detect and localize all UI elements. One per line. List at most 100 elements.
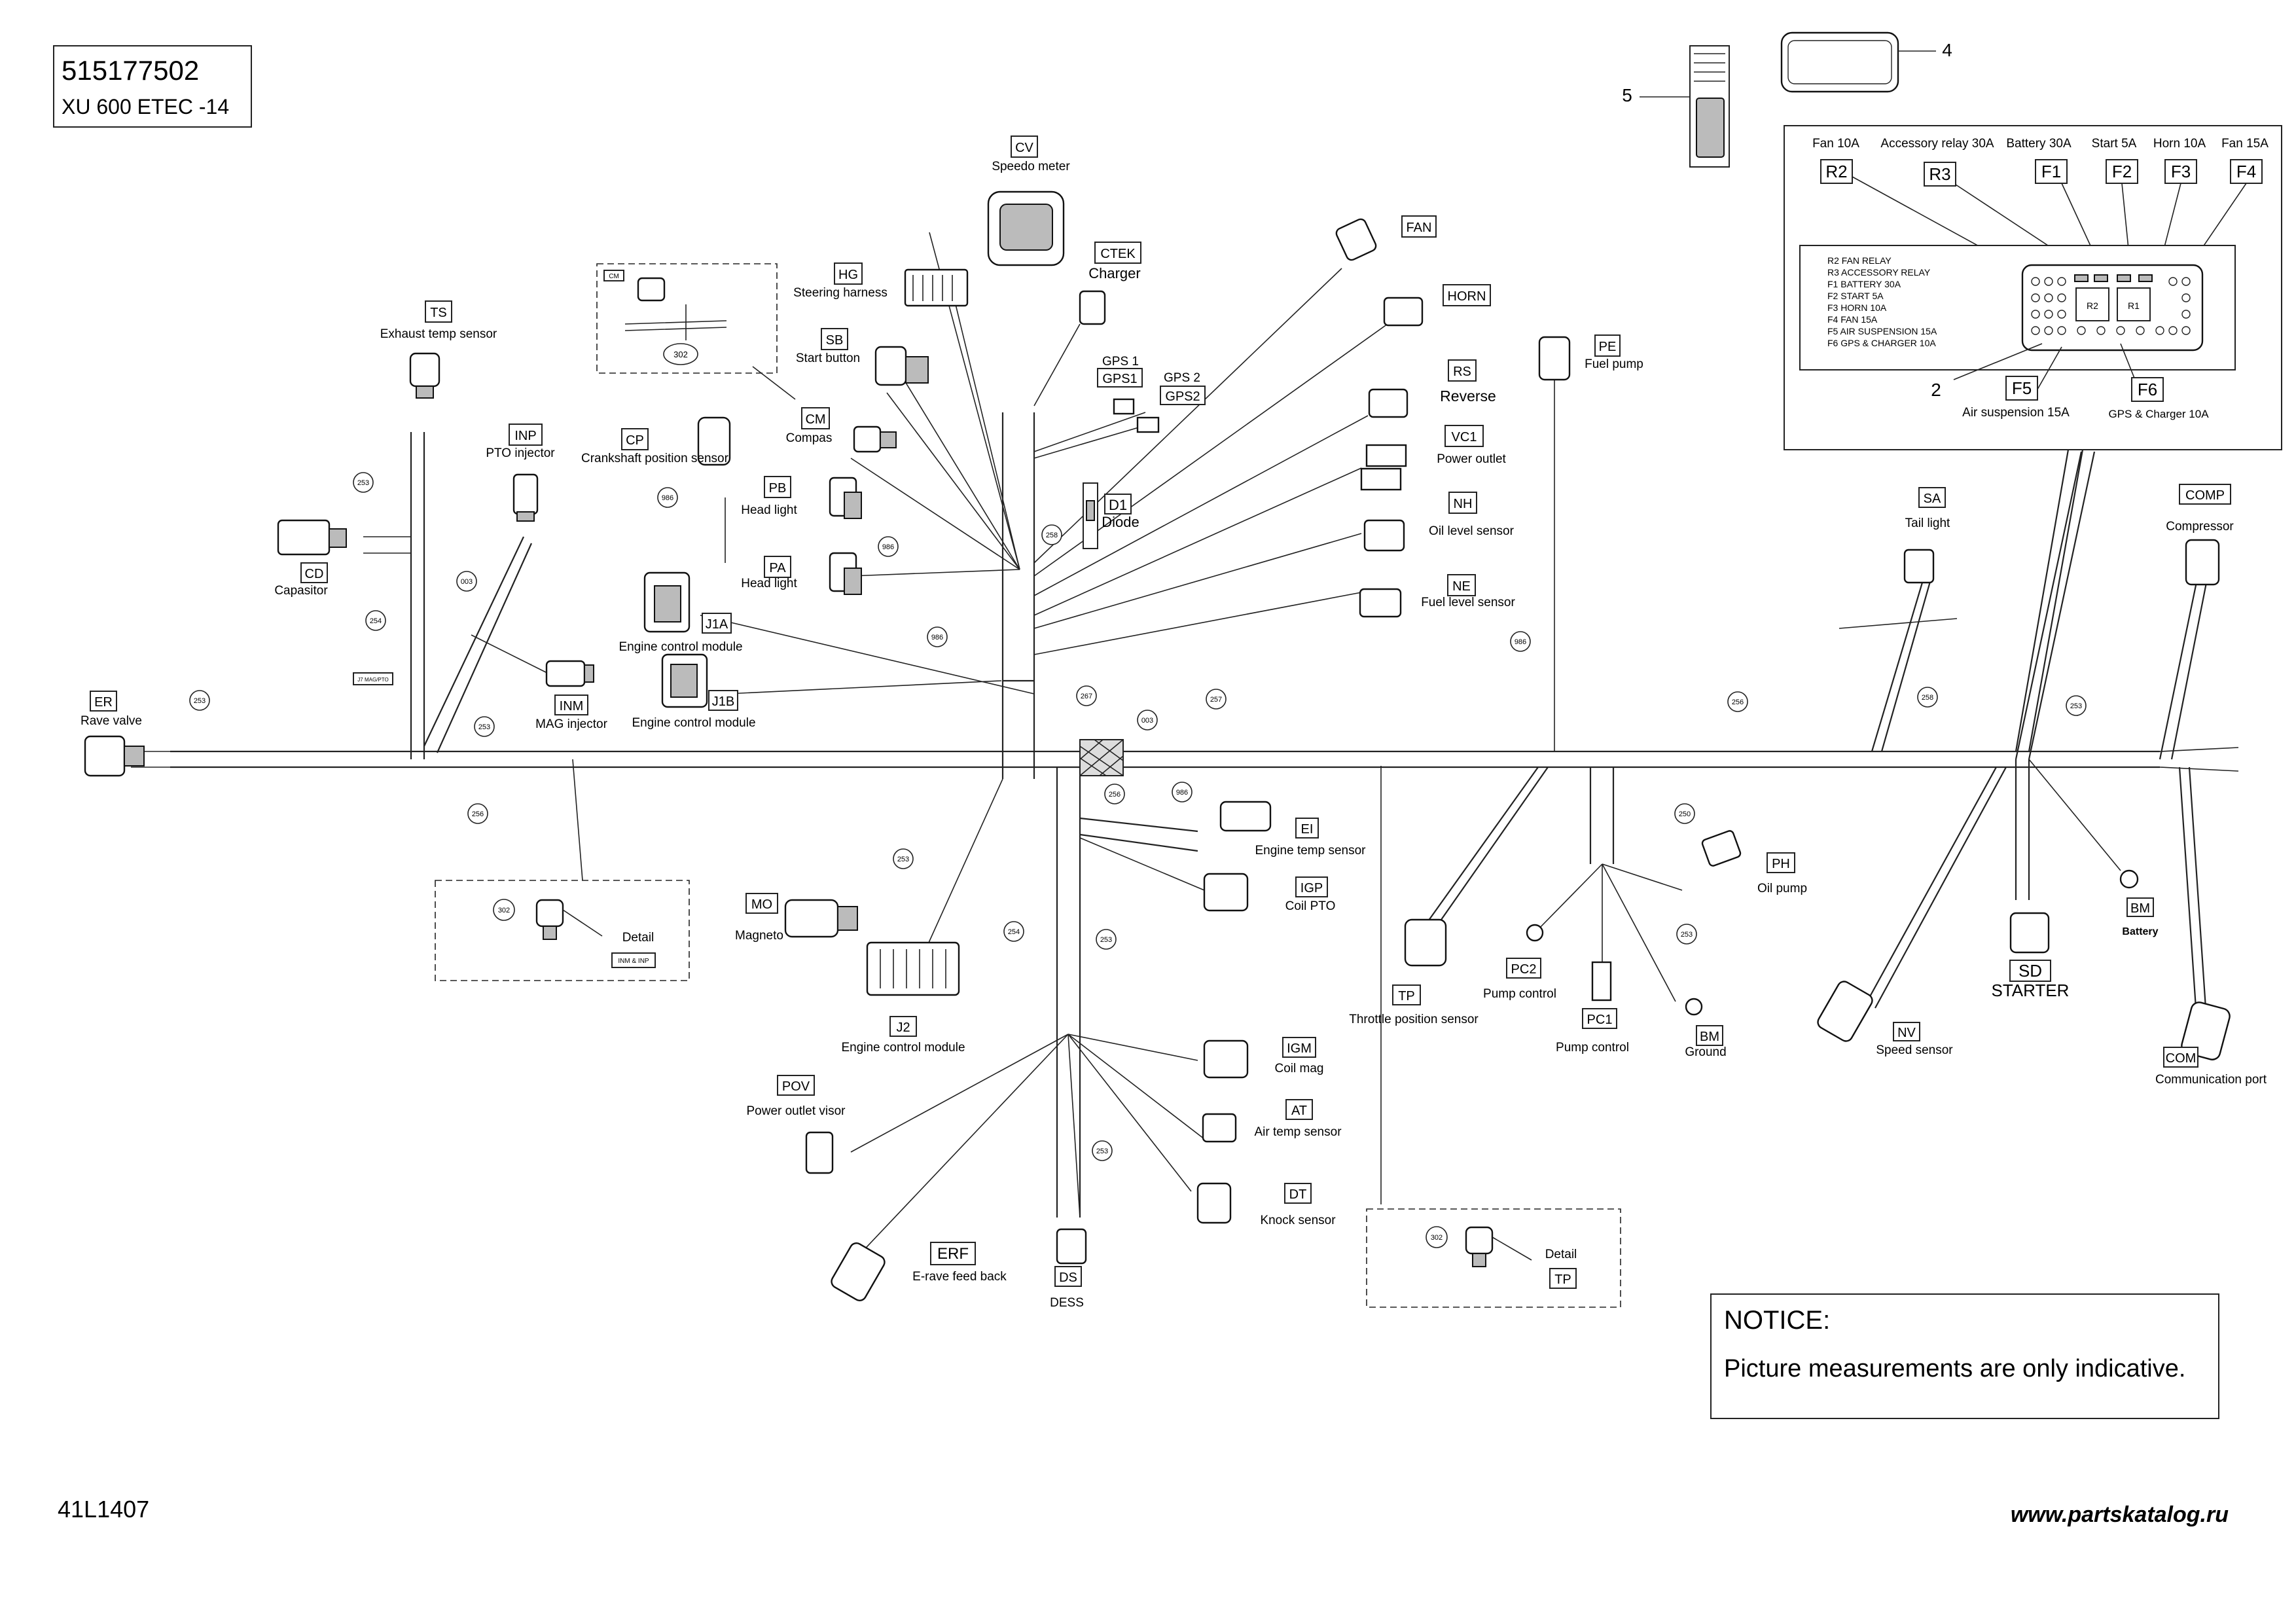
label-engine-temp: Engine temp sensor [1255, 844, 1367, 857]
label-starter: STARTER [1992, 981, 2070, 1000]
code-bm-battery: BM [2130, 901, 2150, 916]
tag-circle [474, 716, 495, 737]
label-air-temp: Air temp sensor [1254, 1125, 1342, 1139]
svg-text:F5: F5 [2012, 378, 2032, 398]
label-magneto: Magneto [735, 929, 783, 943]
label-capasitor: Capasitor [274, 584, 328, 598]
tag-circle [456, 571, 477, 592]
tag-circle [1003, 921, 1024, 942]
label-exhaust-temp: Exhaust temp sensor [380, 327, 497, 341]
code-com: COM [2166, 1051, 2197, 1066]
svg-text:F3: F3 [2171, 162, 2191, 181]
connector-icon [1903, 549, 1935, 584]
label-steering-harness: Steering harness [793, 286, 888, 300]
label-charger: Charger [1088, 265, 1140, 281]
fuse-top-label: Start 5A [2092, 137, 2137, 151]
harness-wires [131, 232, 2239, 1257]
part-number: 515177502 [62, 55, 199, 86]
tag-circle [353, 472, 374, 493]
svg-text:F1 BATTERY 30A: F1 BATTERY 30A [1827, 279, 1901, 289]
label-crankshaft: Crankshaft position sensor [581, 452, 729, 465]
watermark: www.partskatalog.ru [2011, 1502, 2229, 1527]
fuse-top-label: Fan 10A [1812, 137, 1859, 151]
connector-icon [904, 268, 969, 307]
svg-text:257: 257 [1210, 696, 1222, 704]
svg-text:302: 302 [498, 907, 510, 914]
component-labels: TS Exhaust temp sensor CM Compas HG Stee… [81, 135, 2267, 1310]
notice-box: NOTICE: Picture measurements are only in… [1710, 1293, 2219, 1419]
code-inm: INM [560, 699, 584, 713]
code-pc2: PC2 [1511, 962, 1537, 977]
connector-icon [409, 352, 440, 399]
code-bm-ground: BM [1700, 1030, 1719, 1044]
label-erave-feedback: E-rave feed back [912, 1270, 1007, 1284]
code-nh: NH [1454, 497, 1473, 511]
connector-icon [1368, 388, 1408, 418]
code-ph: PH [1772, 857, 1790, 871]
code-sd: SD [2018, 961, 2042, 981]
connector-icon [784, 899, 858, 938]
label-compas: Compas [786, 431, 833, 445]
label-start-button: Start button [796, 352, 860, 365]
connector-icon [277, 519, 347, 556]
tag-circle [893, 848, 914, 869]
label-gps2: GPS 2 [1164, 371, 1200, 385]
code-pov: POV [782, 1079, 810, 1094]
part-callouts: 5 4 [1622, 31, 1952, 168]
label-head-light-pb: Head light [741, 503, 797, 517]
connector-icon [1591, 961, 1612, 1001]
connector-icon [661, 653, 708, 708]
notice-text: Picture measurements are only indicative… [1724, 1355, 2185, 1382]
svg-text:256: 256 [1732, 698, 1744, 706]
label-speedo: Speedo meter [992, 160, 1070, 173]
svg-text:253: 253 [897, 856, 909, 863]
tag-circle [1674, 803, 1695, 824]
detail-label: Detail [1545, 1248, 1577, 1261]
label-rave-valve: Rave valve [81, 714, 142, 728]
svg-text:F2: F2 [2112, 162, 2132, 181]
connector-shapes [84, 190, 2231, 1301]
connector-icon [866, 941, 960, 996]
code-j2: J2 [896, 1020, 910, 1035]
connector-icon [1079, 290, 1106, 325]
code-pa: PA [769, 561, 786, 575]
tag-circle [1137, 710, 1158, 731]
tag-circles: 253 254 253 003 253 256 253 986 986 986 … [189, 472, 2087, 1161]
tag-circle [1096, 929, 1117, 950]
code-ctek: CTEK [1100, 247, 1136, 261]
connector-icon [1404, 918, 1447, 967]
fuse-bottom-label: Air suspension 15A [1962, 406, 2070, 420]
model-name: XU 600 ETEC -14 [62, 95, 229, 118]
svg-text:253: 253 [478, 723, 490, 731]
code-pe: PE [1599, 340, 1617, 354]
tag-circle [878, 536, 899, 557]
connector-icon [84, 735, 145, 777]
connector-icon [1113, 398, 1135, 415]
fuse-box-panel: Fan 10A Accessory relay 30A Battery 30A … [1784, 125, 2282, 450]
fuse-box-lead [2015, 449, 2084, 752]
connector-icon [2181, 1001, 2231, 1060]
code-nv: NV [1897, 1026, 1916, 1040]
code-inp: INP [514, 429, 536, 443]
callout-5: 5 [1622, 85, 1632, 105]
detail-tp: 302 Detail TP [1366, 1208, 1621, 1308]
tag-circle [1917, 687, 1938, 708]
code-pb: PB [769, 481, 787, 496]
code-tp: TP [1398, 989, 1415, 1003]
label-power-outlet: Power outlet [1437, 452, 1506, 466]
svg-text:253: 253 [194, 697, 206, 705]
svg-text:254: 254 [1008, 928, 1020, 936]
connector-icon [1203, 1039, 1249, 1079]
detail-compas: CM 302 [596, 263, 778, 374]
tag-circle [1510, 631, 1531, 652]
j7-mark: J7 MAG/PTO [357, 677, 388, 683]
connector-icon [2009, 912, 2050, 954]
connector-icon [1196, 1182, 1232, 1224]
label-communication-port: Communication port [2155, 1073, 2267, 1087]
svg-text:258: 258 [1922, 694, 1933, 702]
code-gps1: GPS1 [1102, 372, 1137, 386]
callout-4: 4 [1942, 40, 1952, 60]
label-battery: Battery [2122, 926, 2158, 937]
connector-icon [1817, 981, 1873, 1042]
label-power-outlet-visor: Power outlet visor [746, 1104, 846, 1118]
